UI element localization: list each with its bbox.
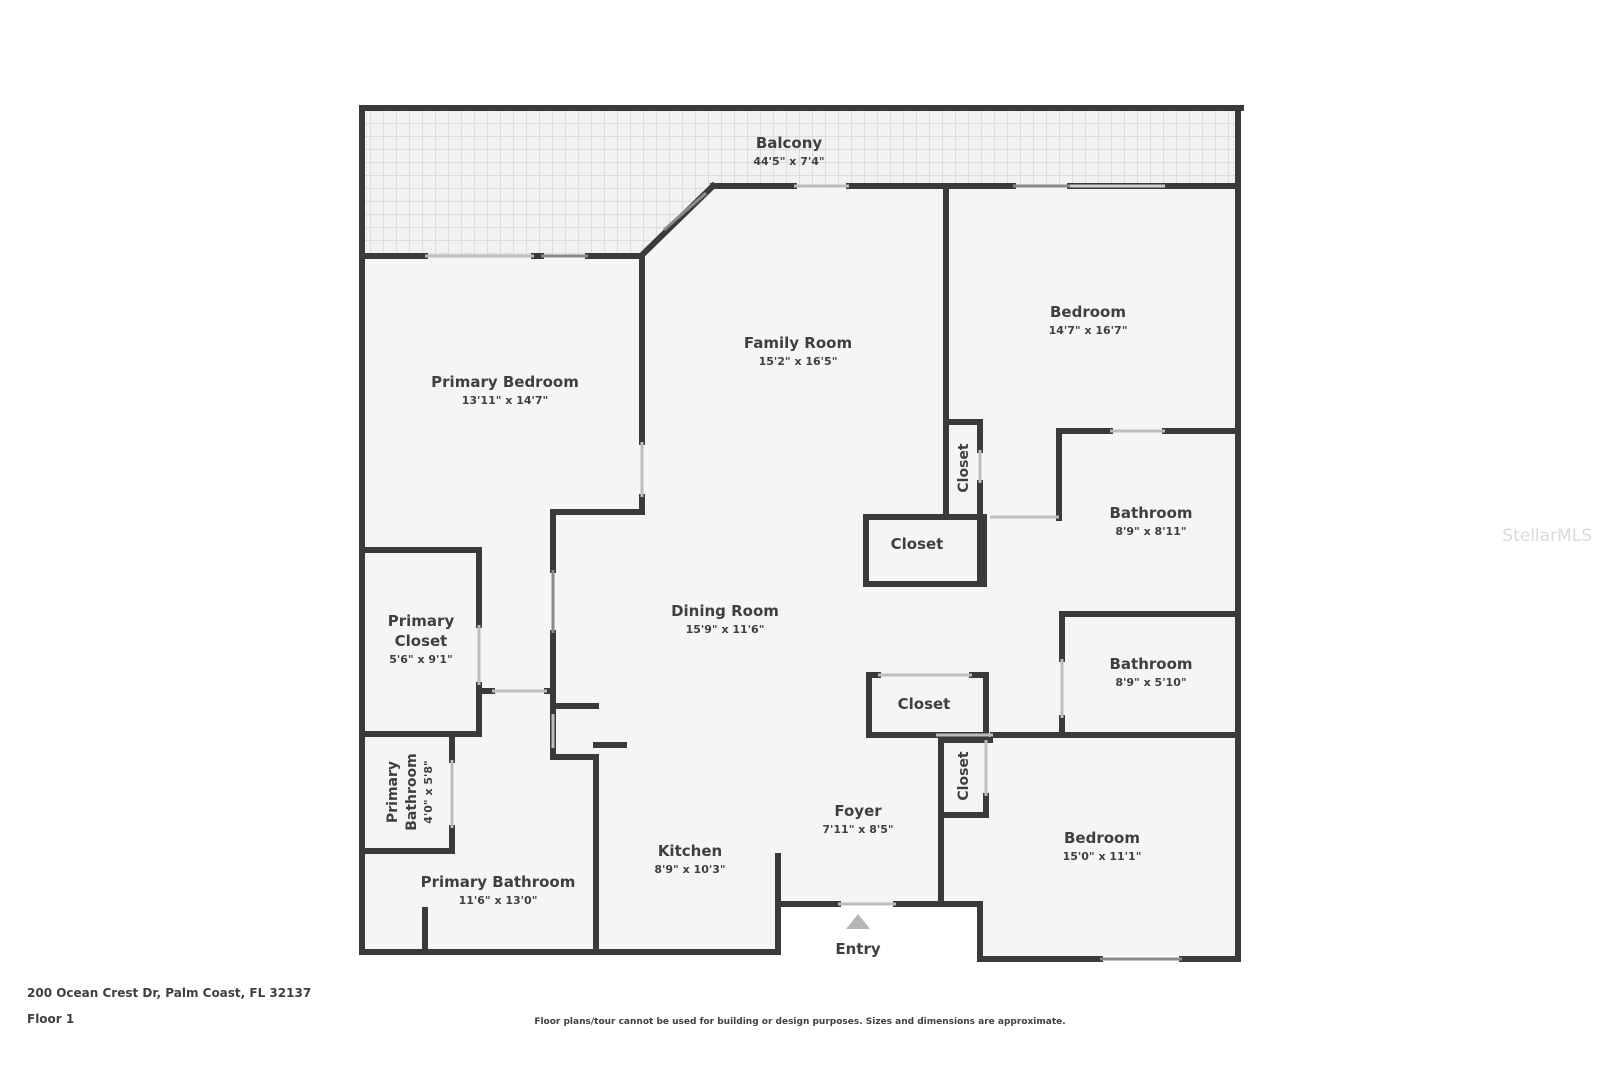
bathroom-1-name: Bathroom	[1109, 504, 1192, 522]
primary-bedroom-dims: 13'11" x 14'7"	[462, 394, 549, 407]
bedroom-ne-dims: 14'7" x 16'7"	[1049, 324, 1128, 337]
closet-2-name: Closet	[898, 695, 951, 713]
dining-room-name: Dining Room	[671, 602, 779, 620]
disclaimer-text: Floor plans/tour cannot be used for buil…	[534, 1017, 1066, 1027]
primary-bathroom-small-dims: 4'0" x 5'8"	[422, 760, 435, 824]
family-room-name: Family Room	[744, 334, 852, 352]
closet-vertical-1-name: Closet	[956, 443, 972, 493]
kitchen-name: Kitchen	[658, 842, 722, 860]
entry-label: Entry	[835, 940, 880, 958]
kitchen-dims: 8'9" x 10'3"	[654, 863, 725, 876]
primary-bathroom-small-name-line2: Bathroom	[404, 753, 420, 831]
bathroom-2-name: Bathroom	[1109, 655, 1192, 673]
floor-label: Floor 1	[27, 1012, 75, 1026]
primary-bathroom-small-name-line1: Primary	[385, 761, 401, 823]
bathroom-1-dims: 8'9" x 8'11"	[1115, 525, 1186, 538]
closet-vertical-2-name: Closet	[956, 751, 972, 801]
bathroom-2-dims: 8'9" x 5'10"	[1115, 676, 1186, 689]
property-address: 200 Ocean Crest Dr, Palm Coast, FL 32137	[27, 986, 312, 1000]
primary-closet-name-line2: Closet	[395, 632, 448, 650]
foyer-name: Foyer	[834, 802, 882, 820]
interior-floor	[365, 186, 1237, 956]
primary-closet-dims: 5'6" x 9'1"	[389, 653, 453, 666]
foyer-dims: 7'11" x 8'5"	[822, 823, 893, 836]
bedroom-se-name: Bedroom	[1064, 829, 1140, 847]
balcony-dims: 44'5" x 7'4"	[753, 155, 824, 168]
primary-bathroom-name: Primary Bathroom	[421, 873, 576, 891]
bedroom-ne-name: Bedroom	[1050, 303, 1126, 321]
balcony-name: Balcony	[756, 134, 823, 152]
entry-arrow-icon	[846, 914, 870, 929]
dining-room-dims: 15'9" x 11'6"	[686, 623, 765, 636]
closet-1-name: Closet	[891, 535, 944, 553]
primary-bathroom-dims: 11'6" x 13'0"	[459, 894, 538, 907]
watermark-logo: StellarMLS	[1502, 526, 1592, 546]
openings	[425, 184, 1182, 961]
primary-closet-name-line1: Primary	[388, 612, 455, 630]
family-room-dims: 15'2" x 16'5"	[759, 355, 838, 368]
floor-fills	[365, 108, 1237, 956]
bedroom-se-dims: 15'0" x 11'1"	[1063, 850, 1142, 863]
primary-bedroom-name: Primary Bedroom	[431, 373, 579, 391]
